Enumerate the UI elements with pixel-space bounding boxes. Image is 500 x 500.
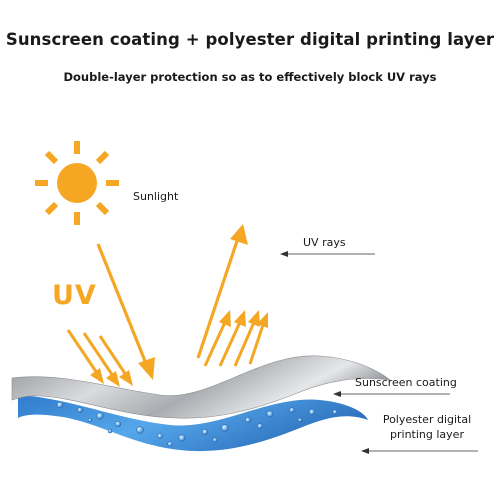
polyester-layer-label: Polyester digital printing layer — [382, 413, 472, 441]
sunlight-label: Sunlight — [133, 190, 179, 203]
page-title: Sunscreen coating + polyester digital pr… — [5, 30, 495, 49]
arrow-icon — [119, 370, 133, 386]
arrow-icon — [248, 310, 260, 327]
callout-line-sunscreen — [333, 391, 450, 397]
arrow-icon — [196, 224, 248, 359]
arrow-icon — [106, 371, 120, 387]
sunscreen-coating-layer — [11, 355, 392, 419]
callout-line-uv-rays — [280, 251, 375, 257]
arrow-icon — [90, 368, 104, 384]
arrow-icon — [219, 310, 231, 327]
arrow-icon — [66, 329, 128, 377]
arrow-icon — [203, 319, 266, 367]
callout-line-polyester — [361, 448, 478, 454]
sunscreen-coating-label: Sunscreen coating — [355, 376, 457, 389]
uv-rays-label: UV rays — [303, 236, 346, 249]
uv-label: UV — [52, 280, 97, 311]
sun-icon — [35, 141, 119, 225]
arrow-icon — [96, 243, 155, 380]
water-droplet-icon — [56, 401, 338, 447]
arrow-icon — [234, 310, 246, 327]
arrow-icon — [257, 312, 268, 328]
page-subtitle: Double-layer protection so as to effecti… — [63, 70, 437, 84]
polyester-layer — [18, 395, 368, 452]
